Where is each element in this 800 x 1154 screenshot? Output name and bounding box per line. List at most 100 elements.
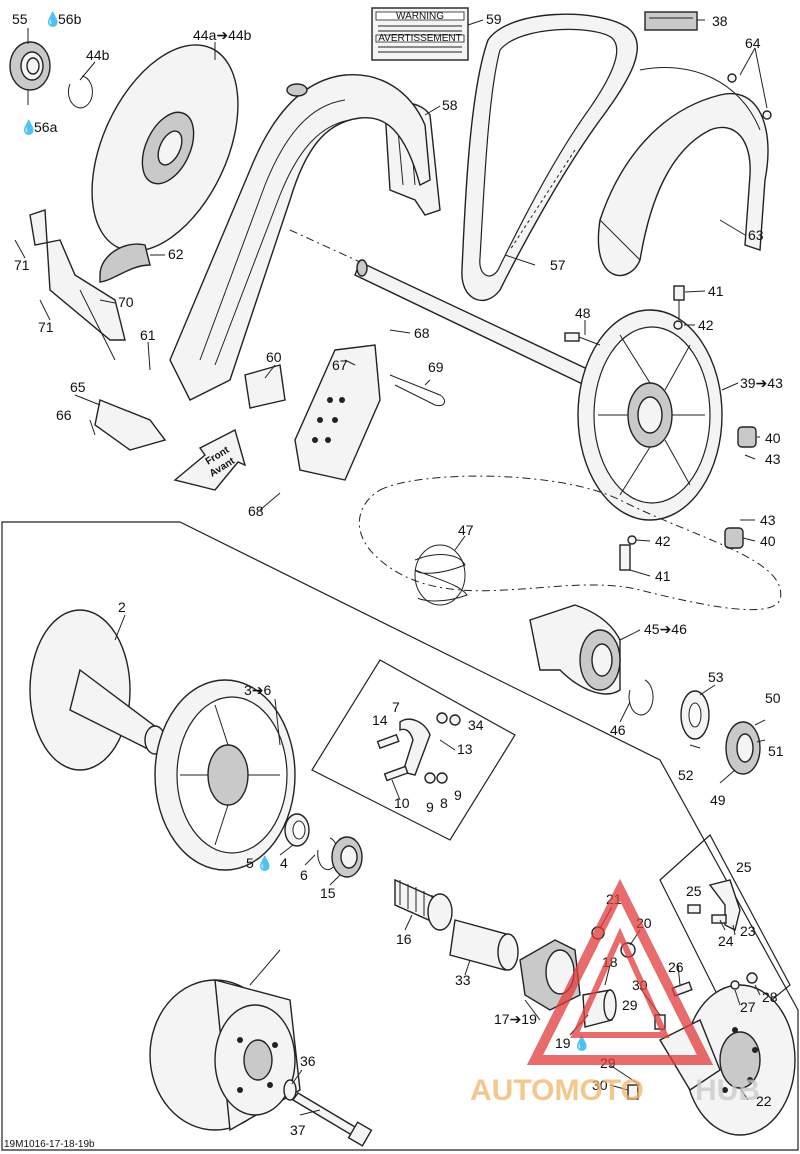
screw-64a bbox=[727, 73, 737, 83]
seal-15 bbox=[331, 836, 363, 878]
callout-50: 50 bbox=[765, 690, 781, 706]
washer-27 bbox=[730, 980, 740, 990]
callout-36: 36 bbox=[300, 1053, 316, 1069]
callout-51: 51 bbox=[768, 743, 784, 759]
bolt-41b bbox=[619, 544, 631, 571]
circlip-46 bbox=[628, 679, 654, 716]
callout-68b: 68 bbox=[248, 503, 264, 519]
callout-63: 63 bbox=[748, 227, 764, 243]
nut-42b bbox=[627, 535, 637, 545]
plate-60 bbox=[244, 364, 286, 409]
callout-16: 16 bbox=[396, 931, 412, 947]
spring-16 bbox=[394, 878, 453, 931]
roller-arm-23 bbox=[687, 879, 741, 932]
drop-icon: 💧 bbox=[573, 1035, 590, 1052]
sheave-2 bbox=[29, 609, 166, 771]
callout-5: 5 bbox=[246, 855, 254, 871]
warning-title: WARNING bbox=[396, 11, 444, 22]
callout-46: 46 bbox=[610, 722, 626, 738]
callout-25b: 25 bbox=[686, 883, 702, 899]
screw-64b bbox=[762, 110, 772, 120]
washer-36 bbox=[283, 1079, 297, 1101]
callout-68a: 68 bbox=[414, 325, 430, 341]
callout-48: 48 bbox=[575, 305, 591, 321]
leader-lines bbox=[14, 19, 768, 1116]
bearing-seal-55 bbox=[9, 41, 51, 91]
callout-56a: 56a bbox=[34, 119, 58, 135]
callout-71b: 71 bbox=[38, 319, 54, 335]
cam-45 bbox=[529, 604, 621, 695]
bolt-37 bbox=[291, 1092, 373, 1147]
callout-28: 28 bbox=[762, 989, 778, 1005]
callout-30b: 30 bbox=[592, 1077, 608, 1093]
callout-62: 62 bbox=[168, 246, 184, 262]
assembled-clutch bbox=[149, 979, 301, 1132]
circlip-44b bbox=[68, 75, 93, 109]
spider-17 bbox=[519, 939, 581, 1011]
callout-40b: 40 bbox=[760, 533, 776, 549]
callout-17: 17➔19 bbox=[494, 1011, 537, 1027]
movable-sheave-3 bbox=[154, 679, 296, 871]
callout-42a: 42 bbox=[698, 317, 714, 333]
callout-69: 69 bbox=[428, 359, 444, 375]
callout-52: 52 bbox=[678, 767, 694, 783]
callout-58: 58 bbox=[442, 97, 458, 113]
callout-44b: 44b bbox=[86, 47, 110, 63]
callout-34: 34 bbox=[468, 717, 484, 733]
callout-57: 57 bbox=[550, 257, 566, 273]
drop-icon: 💧 bbox=[20, 119, 37, 136]
callout-40a: 40 bbox=[765, 430, 781, 446]
frame-arch bbox=[169, 73, 431, 401]
callout-59: 59 bbox=[486, 11, 502, 27]
callout-61: 61 bbox=[140, 327, 156, 343]
callout-65: 65 bbox=[70, 379, 86, 395]
callout-56b: 56b bbox=[58, 11, 82, 27]
callout-13: 13 bbox=[457, 741, 473, 757]
watermark-logo: AUTOMOTO HUB bbox=[470, 878, 760, 1107]
roller-inset-box bbox=[659, 834, 791, 1031]
clip-69 bbox=[389, 374, 446, 407]
callout-10: 10 bbox=[394, 795, 410, 811]
callout-38: 38 bbox=[712, 13, 728, 29]
callout-64: 64 bbox=[745, 35, 761, 51]
diagram-code: 19M1016-17-18-19b bbox=[4, 1139, 95, 1150]
callout-24: 24 bbox=[718, 933, 734, 949]
drive-belt-57 bbox=[461, 13, 638, 301]
bracket-70 bbox=[29, 209, 126, 361]
watermark-part1: AUTOMOTO bbox=[470, 1074, 644, 1107]
callout-39: 39➔43 bbox=[740, 375, 783, 391]
nut-42a bbox=[673, 320, 683, 330]
callout-43b: 43 bbox=[760, 512, 776, 528]
plate-65 bbox=[94, 399, 167, 451]
callout-45: 45➔46 bbox=[644, 621, 687, 637]
watermark-part2: HUB bbox=[695, 1074, 760, 1107]
front-arrow: Front Avant bbox=[173, 428, 247, 491]
belt-guard-63 bbox=[597, 67, 769, 277]
callout-33: 33 bbox=[455, 972, 471, 988]
lever-7 bbox=[376, 712, 461, 784]
bolt-41a bbox=[673, 285, 685, 320]
callout-8: 8 bbox=[440, 795, 448, 811]
bushing-40b bbox=[724, 527, 744, 549]
callout-14: 14 bbox=[372, 712, 388, 728]
callout-44a: 44a➔44b bbox=[193, 27, 252, 43]
callout-41b: 41 bbox=[655, 568, 671, 584]
callout-49: 49 bbox=[710, 792, 726, 808]
callout-71a: 71 bbox=[14, 257, 30, 273]
exploded-view-frame bbox=[1, 521, 799, 1151]
plate-67 bbox=[294, 344, 381, 481]
callout-41a: 41 bbox=[708, 283, 724, 299]
callout-26: 26 bbox=[668, 959, 684, 975]
pin-30 bbox=[627, 1084, 639, 1100]
bolt-48 bbox=[564, 332, 601, 346]
nut-28 bbox=[746, 972, 758, 984]
spring-47 bbox=[414, 544, 468, 606]
callout-43a: 43 bbox=[765, 451, 781, 467]
callout-25a: 25 bbox=[736, 859, 752, 875]
callout-67: 67 bbox=[332, 357, 348, 373]
driven-pulley-39 bbox=[577, 309, 723, 521]
callout-37: 37 bbox=[290, 1122, 306, 1138]
callout-27: 27 bbox=[740, 999, 756, 1015]
drop-icon: 💧 bbox=[44, 11, 61, 28]
